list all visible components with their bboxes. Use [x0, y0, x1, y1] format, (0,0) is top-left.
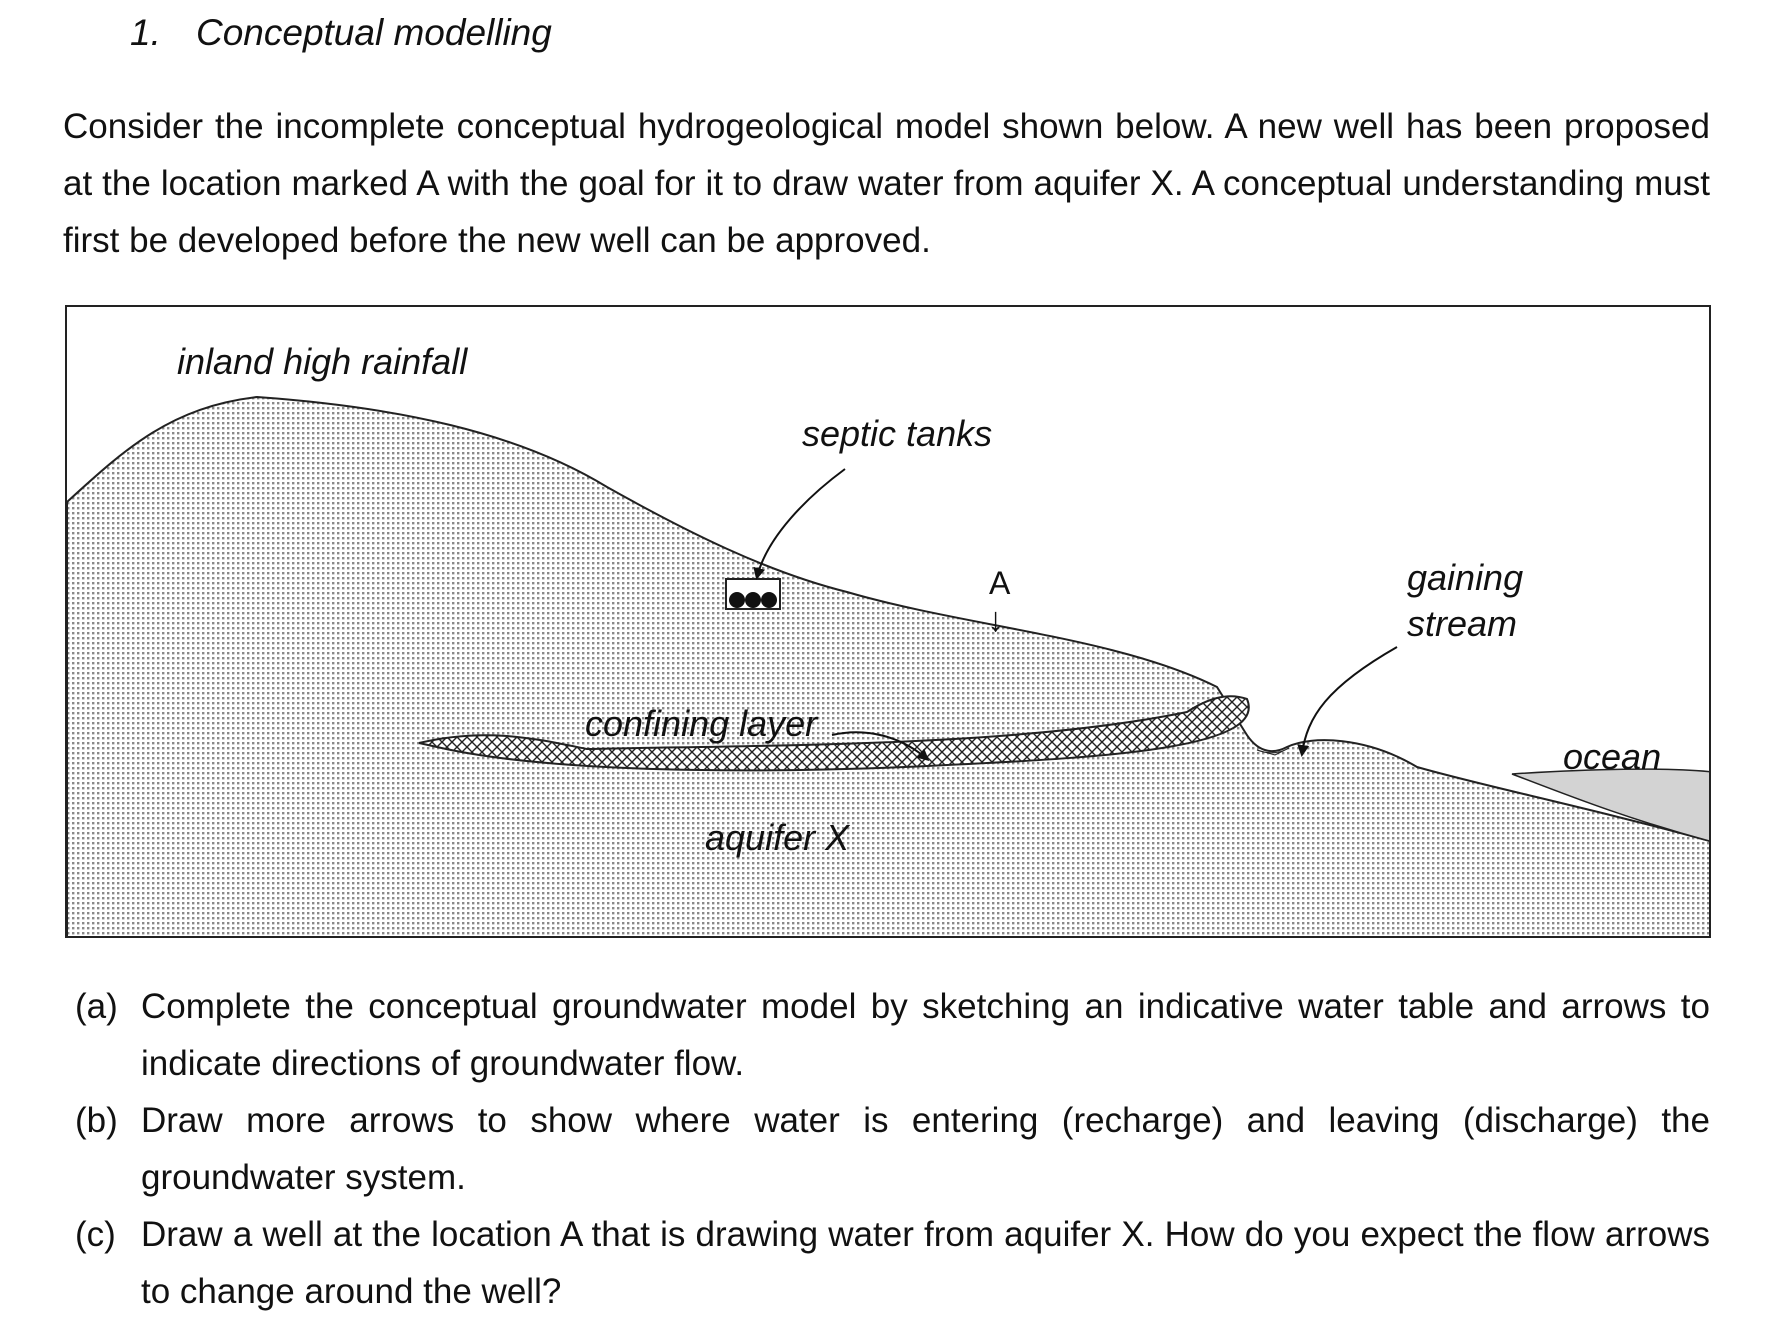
- section-heading: 1. Conceptual modelling: [130, 12, 552, 54]
- question-b-tag: (b): [75, 1101, 118, 1140]
- confining-layer: [418, 695, 1250, 772]
- question-c-tag: (c): [75, 1215, 116, 1254]
- label-confining-layer: confining layer: [585, 703, 818, 744]
- label-location-a: A: [989, 565, 1011, 601]
- intro-paragraph: Consider the incomplete conceptual hydro…: [63, 107, 1710, 260]
- septic-tank-2: [745, 592, 761, 608]
- septic-tank-3: [761, 592, 777, 608]
- location-a-arrow-icon: ↓: [987, 601, 1004, 639]
- model-cross-section: [67, 395, 1709, 936]
- question-a: (a) Complete the conceptual groundwater …: [63, 978, 1710, 1092]
- label-gaining-stream: gaining stream: [1407, 557, 1524, 644]
- section-title: Conceptual modelling: [196, 12, 552, 53]
- question-b-text: Draw more arrows to show where water is …: [141, 1101, 1710, 1197]
- question-c-text: Draw a well at the location A that is dr…: [141, 1215, 1710, 1311]
- question-c: (c) Draw a well at the location A that i…: [63, 1206, 1710, 1320]
- stream-leader-line: [1297, 646, 1398, 757]
- septic-leader-line: [753, 468, 846, 580]
- label-inland-high-rainfall: inland high rainfall: [177, 341, 468, 382]
- section-number: 1.: [130, 12, 161, 53]
- label-aquifer-x: aquifer X: [705, 817, 850, 858]
- question-a-tag: (a): [75, 987, 118, 1026]
- question-a-text: Complete the conceptual groundwater mode…: [141, 987, 1710, 1083]
- label-septic-tanks: septic tanks: [802, 413, 993, 454]
- hydrogeological-model-figure: inland high rainfall septic tanks A ↓ ga…: [65, 305, 1711, 938]
- stream-water: [1256, 747, 1290, 756]
- ground-profile: [67, 395, 1709, 936]
- confining-leader-line: [831, 731, 930, 761]
- ocean-water: [1511, 768, 1709, 842]
- septic-tank-1: [729, 592, 745, 608]
- label-ocean: ocean: [1563, 736, 1662, 777]
- question-list: (a) Complete the conceptual groundwater …: [63, 978, 1710, 1320]
- question-b: (b) Draw more arrows to show where water…: [63, 1092, 1710, 1206]
